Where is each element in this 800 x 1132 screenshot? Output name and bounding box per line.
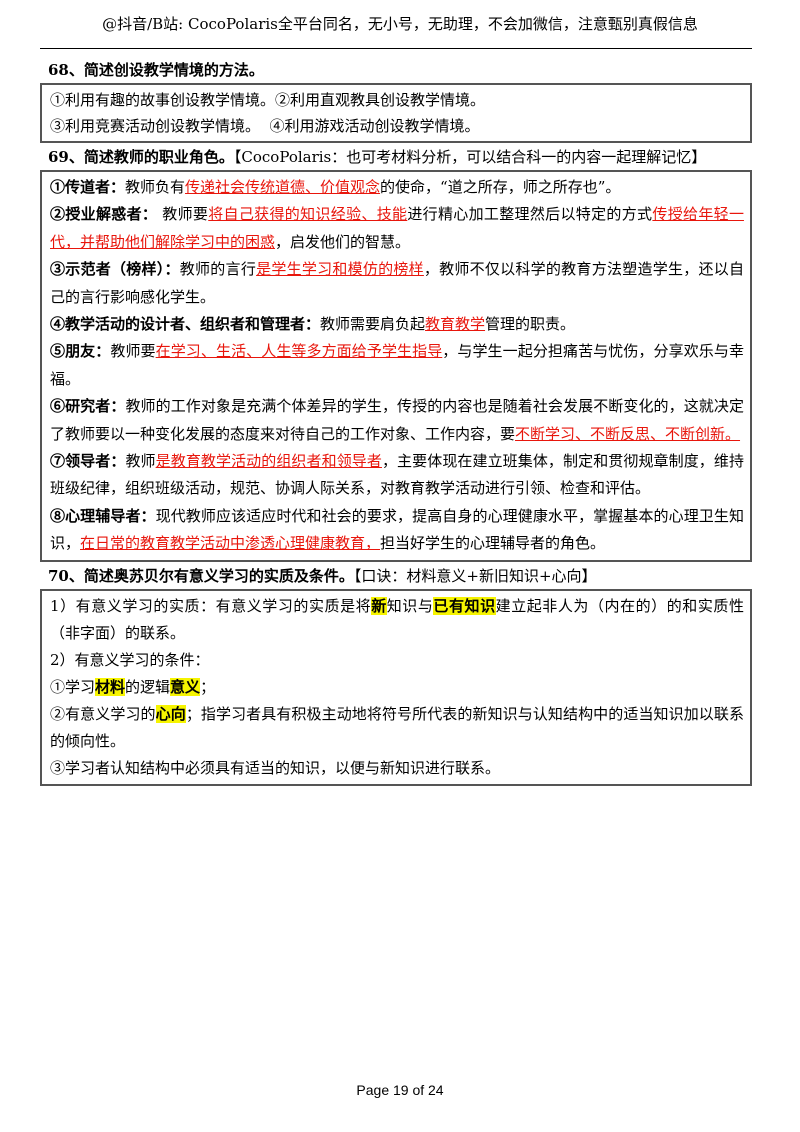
role-text: ，启发他们的智慧。 <box>275 232 411 251</box>
role-text: 教师要 <box>110 342 156 361</box>
answer-text: 的逻辑 <box>125 677 171 696</box>
role-text: 教师的言行 <box>179 260 257 279</box>
highlight-keyword: 新 <box>371 596 387 615</box>
answer-text: ②有意义学习的 <box>50 704 156 723</box>
answer-line: ③学习者认知结构中必须具有适当的知识，以便与新知识进行联系。 <box>50 758 501 777</box>
page-content: 68、简述创设教学情境的方法。 ①利用有趣的故事创设教学情境。②利用直观教具创设… <box>40 56 752 786</box>
answer-box-70: 1）有意义学习的实质：有意义学习的实质是将新知识与已有知识建立起非人为（内在的）… <box>40 588 752 786</box>
highlight-keyword: 心向 <box>155 704 186 723</box>
answer-line: ①利用有趣的故事创设教学情境。②利用直观教具创设教学情境。 <box>50 91 486 109</box>
page-number: Page 19 of 24 <box>356 1082 444 1098</box>
answer-text: ； <box>200 677 216 696</box>
answer-text: 1）有意义学习的实质：有意义学习的实质是将 <box>50 596 372 615</box>
role-term: ⑦领导者： <box>50 452 126 471</box>
role-term: ⑧心理辅导者： <box>50 506 156 525</box>
answer-line: 1）有意义学习的实质：有意义学习的实质是将新知识与已有知识建立起非人为（内在的）… <box>50 593 744 647</box>
highlight-keyword: 材料 <box>95 677 126 696</box>
role-key-phrase: 不断学习、不断反思、不断创新。 <box>515 424 741 443</box>
answer-box-69: ①传道者：教师负有传递社会传统道德、价值观念的使命，“道之所存，师之所存也”。 … <box>40 170 752 562</box>
role-key-phrase: 在日常的教育教学活动中渗透心理健康教育， <box>80 534 381 553</box>
question-69-note: 【CocoPolaris：也可考材料分析，可以结合科一的内容一起理解记忆】 <box>233 148 707 166</box>
question-70-title: 70、简述奥苏贝尔有意义学习的实质及条件。【口诀：材料意义+新旧知识+心向】 <box>40 562 752 589</box>
role-text: 进行精心加工整理然后以特定的方式 <box>407 205 653 224</box>
role-item: ③示范者（榜样）：教师的言行是学生学习和模仿的榜样，教师不仅以科学的教育方法塑造… <box>50 256 744 311</box>
role-key-phrase: 在学习、生活、人生等多方面给予学生指导 <box>155 342 443 361</box>
role-key-phrase: 将自己获得的知识经验、技能 <box>208 205 408 224</box>
role-text: ，教师不仅以科学的教育方法塑造学生，还以自己的言行影响感化学生。 <box>50 260 744 306</box>
role-key-phrase: 是教育教学活动的组织者和领导者 <box>155 452 382 471</box>
role-item: ⑦领导者：教师是教育教学活动的组织者和领导者，主要体现在建立班集体，制定和贯彻规… <box>50 448 744 503</box>
role-text: ，主要体现在建立班集体，制定和贯彻规章制度，维持班级纪律，组织班级活动，规范、协… <box>50 452 744 498</box>
role-text: 管理的职责。 <box>485 315 576 334</box>
header-rule <box>40 48 752 49</box>
role-item: ⑤朋友：教师要在学习、生活、人生等多方面给予学生指导，与学生一起分担痛苦与忧伤，… <box>50 338 744 393</box>
role-text: 教师 <box>125 452 156 471</box>
question-69-text: 69、简述教师的职业角色。 <box>48 148 234 166</box>
role-text: 教师负有 <box>125 178 186 196</box>
answer-line: ③利用竞赛活动创设教学情境。 ④利用游戏活动创设教学情境。 <box>50 117 480 135</box>
role-term: ⑥研究者： <box>50 397 126 416</box>
role-item: ①传道者：教师负有传递社会传统道德、价值观念的使命，“道之所存，师之所存也”。 <box>50 174 744 201</box>
answer-text: 建立起非人为（内在的）的和实质性（非字面）的联系。 <box>50 596 744 642</box>
role-text: 现代教师应该适应时代和社会的要求，提高自身的心理健康水平，掌握基本的心理卫生知识… <box>50 506 744 553</box>
answer-box-68: ①利用有趣的故事创设教学情境。②利用直观教具创设教学情境。 ③利用竞赛活动创设教… <box>40 83 752 143</box>
role-key-phrase: 教育教学 <box>425 315 486 334</box>
answer-line: ②有意义学习的心向；指学习者具有积极主动地将符号所代表的新知识与认知结构中的适当… <box>50 701 744 755</box>
role-term: ④教学活动的设计者、组织者和管理者： <box>50 315 321 334</box>
highlight-keyword: 意义 <box>170 677 201 696</box>
role-item: ⑥研究者：教师的工作对象是充满个体差异的学生，传授的内容也是随着社会发展不断变化… <box>50 393 744 448</box>
question-68-title: 68、简述创设教学情境的方法。 <box>48 61 264 79</box>
answer-line: 2）有意义学习的条件： <box>50 650 210 669</box>
question-70-text: 70、简述奥苏贝尔有意义学习的实质及条件。 <box>48 566 354 585</box>
question-69-title: 69、简述教师的职业角色。【CocoPolaris：也可考材料分析，可以结合科一… <box>40 143 752 170</box>
role-term: ③示范者（榜样）： <box>50 260 180 279</box>
answer-text: 知识与 <box>386 596 434 615</box>
role-key-phrase: 传递社会传统道德、价值观念 <box>185 178 381 196</box>
role-text: ，与学生一起分担痛苦与忧伤，分享欢乐与幸福。 <box>50 342 744 388</box>
role-text: 教师要 <box>157 205 209 224</box>
page-header: @抖音/B站: CocoPolaris全平台同名，无小号，无助理，不会加微信，注… <box>102 15 698 33</box>
role-item: ②授业解惑者： 教师要将自己获得的知识经验、技能进行精心加工整理然后以特定的方式… <box>50 201 744 256</box>
role-term: ⑤朋友： <box>50 342 111 361</box>
role-text: 的使命，“道之所存，师之所存也”。 <box>380 178 621 196</box>
question-70-note: 【口诀：材料意义+新旧知识+心向】 <box>353 566 597 585</box>
answer-text: ；指学习者具有积极主动地将符号所代表的新知识与认知结构中的适当知识加以联系的倾向… <box>50 704 744 750</box>
role-item: ⑧心理辅导者：现代教师应该适应时代和社会的要求，提高自身的心理健康水平，掌握基本… <box>50 503 744 558</box>
role-key-phrase: 传授给年轻一代，并帮助他们解除学习中的困惑 <box>50 205 744 251</box>
highlight-keyword: 已有知识 <box>433 596 496 615</box>
role-key-phrase: 是学生学习和模仿的榜样 <box>256 260 424 279</box>
answer-text: ①学习 <box>50 677 96 696</box>
role-term: ②授业解惑者： <box>50 205 158 224</box>
role-term: ①传道者： <box>50 178 126 196</box>
answer-line: ①学习材料的逻辑意义； <box>50 674 744 701</box>
role-text: 担当好学生的心理辅导者的角色。 <box>380 534 606 553</box>
role-text: 教师的工作对象是充满个体差异的学生，传授的内容也是随着社会发展不断变化的，这就决… <box>50 397 744 443</box>
role-item: ④教学活动的设计者、组织者和管理者：教师需要肩负起教育教学管理的职责。 <box>50 311 744 338</box>
role-text: 教师需要肩负起 <box>320 315 426 334</box>
